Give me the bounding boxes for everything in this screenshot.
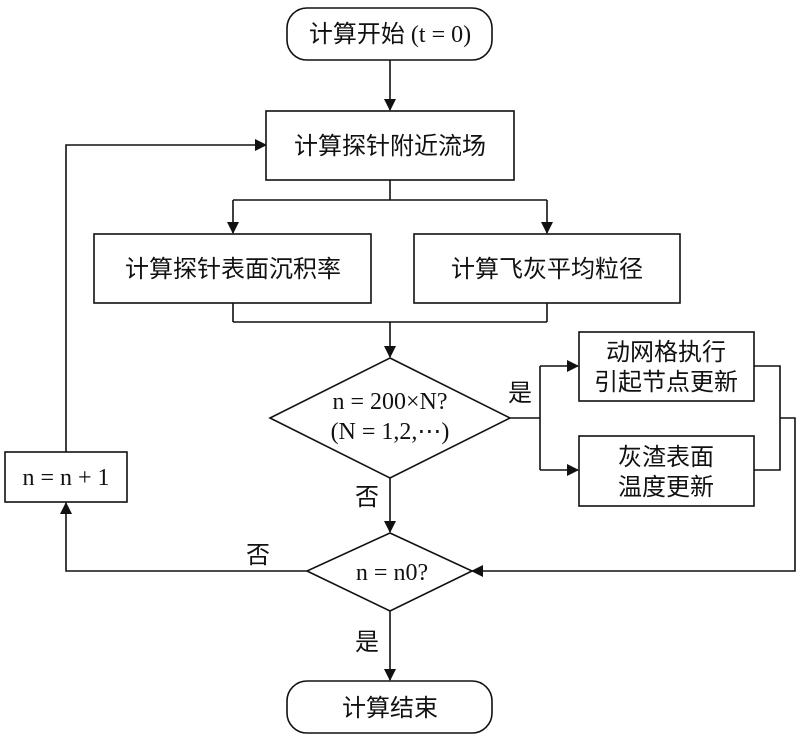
end-decision-label: n = n0?	[356, 560, 428, 586]
deposition-rate-label: 计算探针表面沉积率	[125, 255, 341, 283]
end-decision-node: n = n0?	[305, 532, 474, 612]
remesh-decision-node: n = 200×N? (N = 1,2,⋯)	[268, 357, 512, 479]
start-node: 计算开始 (t = 0)	[286, 7, 493, 61]
remesh-decision-line1: n = 200×N?	[332, 389, 447, 415]
dynamic-mesh-line2: 引起节点更新	[594, 368, 738, 396]
deposition-rate-node: 计算探针表面沉积率	[93, 233, 372, 304]
arrow-to-end-decision	[471, 417, 796, 577]
slag-temperature-node: 灰渣表面 温度更新	[578, 435, 755, 507]
slag-temperature-line1: 灰渣表面	[618, 443, 714, 471]
flow-field-node: 计算探针附近流场	[265, 110, 515, 181]
connectors	[60, 60, 796, 681]
particle-size-node: 计算飞灰平均粒径	[413, 233, 681, 304]
yes-branch-join	[754, 365, 781, 471]
end-node: 计算结束	[286, 680, 493, 734]
remesh-yes-label: 是	[508, 379, 532, 407]
slag-temperature-line2: 温度更新	[618, 473, 714, 501]
remesh-no-label: 否	[355, 483, 379, 511]
arrow-no-to-increment	[60, 502, 307, 572]
remesh-decision-line2: (N = 1,2,⋯)	[331, 419, 450, 445]
increment-label: n = n + 1	[22, 465, 109, 491]
start-label: 计算开始 (t = 0)	[309, 21, 471, 48]
end-label: 计算结束	[342, 694, 438, 722]
flow-field-label: 计算探针附近流场	[294, 132, 486, 160]
arrow-loop-to-flow	[65, 139, 267, 452]
increment-node: n = n + 1	[4, 451, 128, 503]
dynamic-mesh-line1: 动网格执行	[606, 338, 726, 366]
end-yes-label: 是	[355, 628, 379, 656]
particle-size-label: 计算飞灰平均粒径	[451, 255, 643, 283]
end-no-label: 否	[246, 541, 270, 569]
dynamic-mesh-node: 动网格执行 引起节点更新	[578, 331, 755, 402]
